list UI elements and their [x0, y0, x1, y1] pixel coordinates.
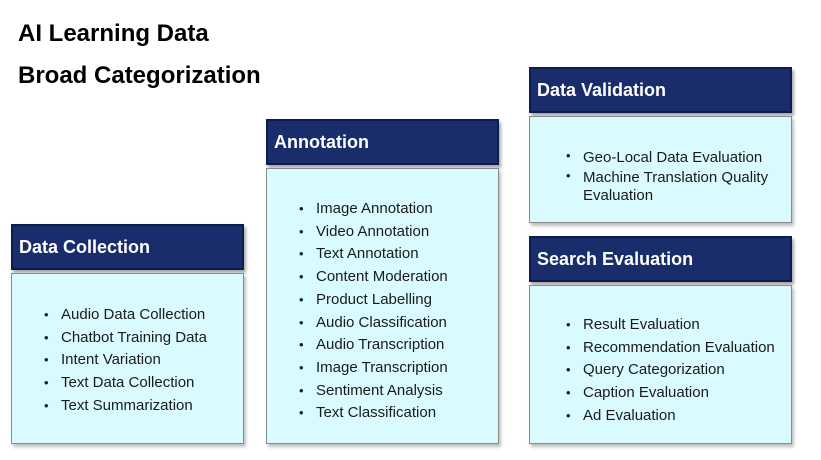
bullet-icon: •	[566, 317, 571, 332]
list-item-label: Recommendation Evaluation	[583, 338, 775, 356]
bullet-icon: •	[299, 223, 304, 239]
annotation-heading: Annotation	[266, 119, 499, 165]
data-validation-card: Data Validation • Geo-Local Data Evaluati…	[529, 67, 792, 223]
search-evaluation-heading: Search Evaluation	[529, 236, 792, 282]
data-collection-heading: Data Collection	[11, 224, 244, 270]
list-item-label: Text Summarization	[61, 396, 193, 414]
bullet-icon: •	[299, 359, 304, 375]
list-item: • Text Annotation	[299, 243, 448, 266]
list-item-label: Chatbot Training Data	[61, 328, 207, 346]
bullet-icon: •	[44, 329, 49, 345]
bullet-icon: •	[566, 362, 571, 378]
annotation-body: • Image Annotation • Video Annotation • Text …	[266, 168, 499, 444]
list-item-label: Audio Transcription	[316, 336, 445, 354]
list-item: • Audio Data Collection	[44, 304, 207, 327]
annotation-list: • Image Annotation • Video Annotation • Text …	[299, 198, 448, 425]
bullet-icon: •	[44, 397, 49, 413]
data-validation-heading: Data Validation	[529, 67, 792, 113]
list-item-label: Caption Evaluation	[583, 384, 709, 402]
list-item: • Content Moderation	[299, 266, 448, 289]
list-item: • Geo-Local Data Evaluation	[566, 147, 786, 167]
search-evaluation-body: • Result Evaluation • Recommendation Evalua…	[529, 285, 792, 444]
list-item: • Video Annotation	[299, 221, 448, 244]
list-item-label: Image Annotation	[316, 200, 433, 217]
bullet-icon: •	[566, 385, 571, 401]
bullet-icon: •	[299, 269, 304, 285]
list-item: • Caption Evaluation	[566, 382, 775, 405]
list-item: • Query Categorization	[566, 359, 775, 382]
list-item-label: Audio Classification	[316, 313, 447, 331]
bullet-icon: •	[299, 291, 304, 307]
annotation-card: Annotation • Image Annotation • Video Annot…	[266, 119, 499, 444]
list-item-label: Query Categorization	[583, 361, 725, 379]
bullet-icon: •	[299, 382, 304, 398]
list-item-label: Ad Evaluation	[583, 406, 676, 424]
list-item: • Recommendation Evaluation	[566, 337, 775, 360]
list-item: • Result Evaluation	[566, 314, 775, 337]
list-item-label: Geo-Local Data Evaluation	[583, 149, 763, 166]
list-item-label: Audio Data Collection	[61, 306, 206, 323]
data-collection-body: • Audio Data Collection • Chatbot Training …	[11, 273, 244, 444]
data-collection-list: • Audio Data Collection • Chatbot Training …	[44, 304, 207, 418]
list-item-label: Text Data Collection	[61, 374, 195, 392]
list-item-label: Intent Variation	[61, 351, 161, 369]
bullet-icon: •	[299, 337, 304, 353]
search-evaluation-list: • Result Evaluation • Recommendation Evalua…	[566, 314, 775, 428]
bullet-icon: •	[566, 168, 571, 183]
data-validation-body: • Geo-Local Data Evaluation • Machine Trans…	[529, 116, 792, 223]
list-item-label: Result Evaluation	[583, 316, 700, 333]
data-collection-card: Data Collection • Audio Data Collection • C…	[11, 224, 244, 444]
list-item-label: Text Classification	[316, 404, 437, 422]
list-item-label: Content Moderation	[316, 268, 448, 286]
bullet-icon: •	[566, 148, 571, 163]
bullet-icon: •	[566, 339, 571, 355]
bullet-icon: •	[299, 246, 304, 262]
list-item-label: Machine Translation Quality Evaluation	[583, 169, 769, 204]
list-item: • Ad Evaluation	[566, 405, 775, 428]
list-item: • Image Transcription	[299, 357, 448, 380]
list-item: • Text Classification	[299, 402, 448, 425]
bullet-icon: •	[44, 307, 49, 322]
list-item: • Audio Classification	[299, 312, 448, 335]
page-title-line-2: Broad Categorization	[18, 62, 261, 89]
list-item: • Image Annotation	[299, 198, 448, 221]
bullet-icon: •	[299, 201, 304, 216]
bullet-icon: •	[44, 352, 49, 368]
list-item: • Chatbot Training Data	[44, 327, 207, 350]
list-item: • Text Summarization	[44, 395, 207, 418]
search-evaluation-card: Search Evaluation • Result Evaluation • Rec…	[529, 236, 792, 444]
list-item-label: Video Annotation	[316, 222, 430, 240]
list-item: • Intent Variation	[44, 349, 207, 372]
data-validation-list: • Geo-Local Data Evaluation • Machine Trans…	[566, 147, 786, 205]
list-item: • Audio Transcription	[299, 334, 448, 357]
list-item: • Text Data Collection	[44, 372, 207, 395]
list-item-label: Product Labelling	[316, 290, 432, 308]
list-item-label: Image Transcription	[316, 358, 448, 376]
bullet-icon: •	[44, 375, 49, 391]
list-item: • Sentiment Analysis	[299, 380, 448, 403]
list-item-label: Sentiment Analysis	[316, 381, 443, 399]
list-item: • Machine Translation Quality Evaluation	[566, 167, 786, 205]
bullet-icon: •	[299, 405, 304, 421]
bullet-icon: •	[566, 407, 571, 423]
page-title-line-1: AI Learning Data	[18, 20, 209, 47]
list-item: • Product Labelling	[299, 289, 448, 312]
list-item-label: Text Annotation	[316, 245, 419, 263]
bullet-icon: •	[299, 314, 304, 330]
